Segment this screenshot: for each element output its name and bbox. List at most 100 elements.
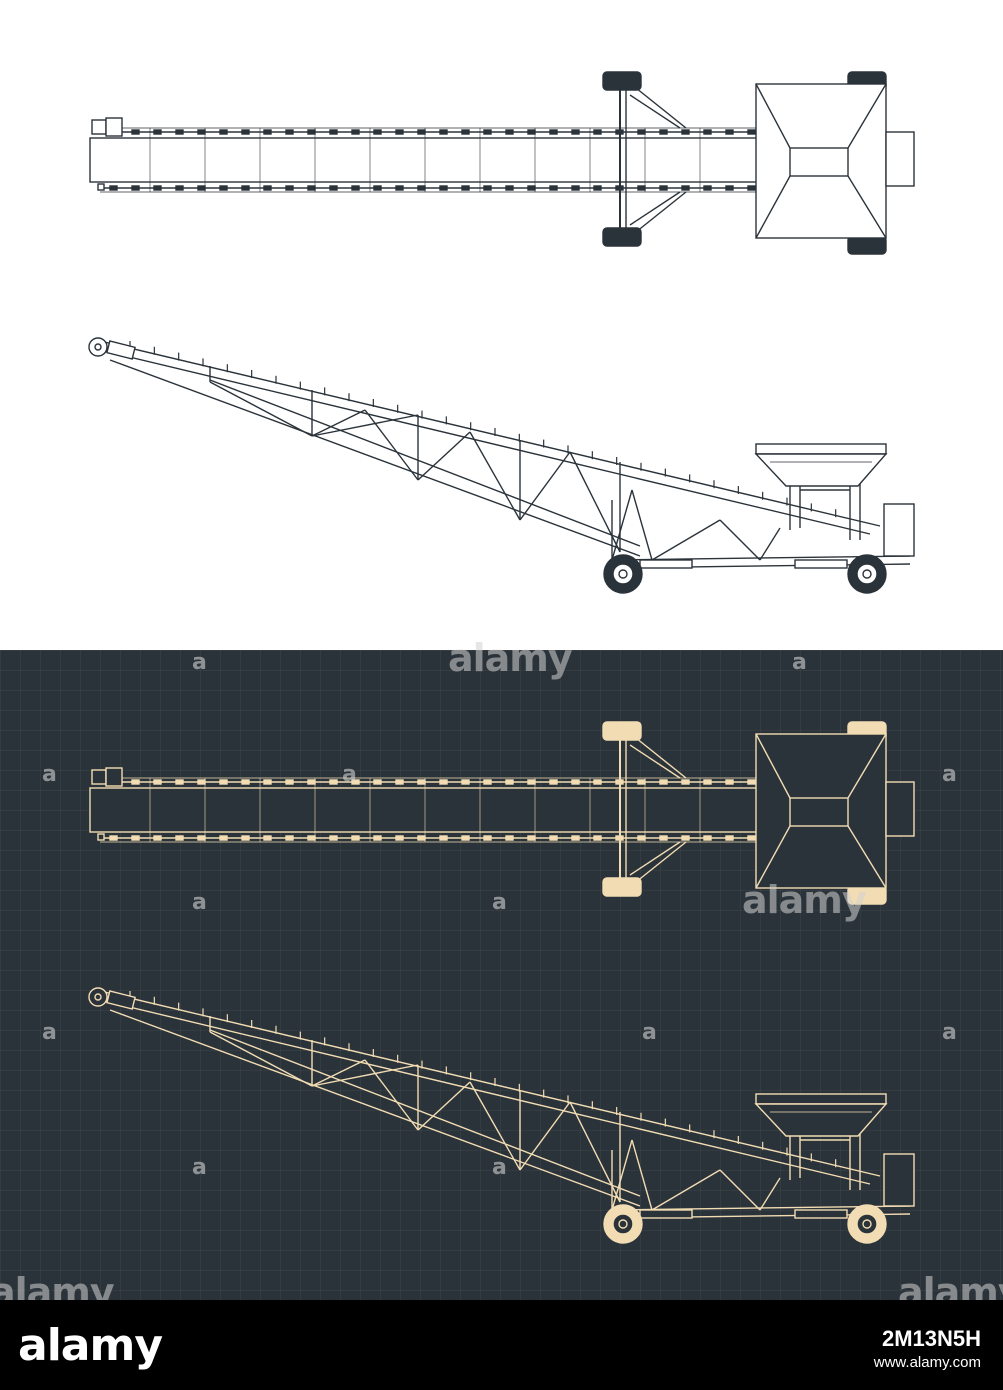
roller-top [197,129,206,135]
roller-top [681,129,690,135]
pulley-axle [94,993,102,1001]
roller-top [219,779,228,785]
website-link[interactable]: www.alamy.com [873,1354,981,1371]
frame-leg [759,527,781,561]
roller-top [461,129,470,135]
roller-top [637,779,646,785]
watermark-mark: a [342,762,357,787]
roller-bottom [307,185,316,191]
roller-bottom [593,185,602,191]
roller-bottom [703,185,712,191]
pulley-axle [94,343,102,351]
drive-motor [106,990,136,1010]
roller-bottom [527,835,536,841]
hopper-edge [755,733,791,799]
roller-top [241,129,250,135]
hopper-outlet [789,797,849,827]
truss-diagonal [469,1081,521,1171]
frame-leg [611,489,633,561]
top-view [89,71,915,255]
roller-top [659,779,668,785]
roller-bottom [351,185,360,191]
axle-brace [629,841,681,876]
roller-top [681,779,690,785]
hopper-rim [755,443,887,455]
roller-top [153,779,162,785]
pulley-hub [97,833,105,841]
watermark-mark: a [192,1155,207,1180]
roller-top [395,129,404,135]
watermark-mark: a [792,650,807,675]
roller-bottom [263,835,272,841]
hopper-body [754,1103,888,1137]
roller-top [439,129,448,135]
motor-gearbox [105,767,123,787]
engine-box [883,1153,915,1207]
roller-top [549,129,558,135]
roller-bottom [527,185,536,191]
alamy-logo[interactable]: alamy [18,1320,163,1371]
roller-top [637,129,646,135]
dark-drawing-canvas [88,721,915,1244]
roller-bottom [131,185,140,191]
roller-bottom [241,185,250,191]
hopper-edge [847,825,887,889]
wheel-rim [612,1213,634,1235]
roller-top [285,779,294,785]
hopper-rim [755,1093,887,1105]
truss-diagonal [311,1064,419,1087]
roller-bottom [351,835,360,841]
roller-bottom [329,185,338,191]
head-pulley [88,987,108,1007]
axle-brace [635,87,687,129]
roller-top [373,129,382,135]
pulley-hub [97,183,105,191]
truss-diagonal [417,1081,471,1131]
light-blueprint-panel [0,0,1003,650]
watermark-mark: a [642,1020,657,1045]
axle-brace [635,191,687,233]
wheel-rim [612,563,634,585]
wheel-hub [862,569,872,579]
roller-bottom [571,185,580,191]
roller-bottom [681,835,690,841]
roller-top [725,129,734,135]
roller-top [571,129,580,135]
chassis-plate [794,1209,848,1219]
truss-diagonal [209,1031,313,1087]
axle-brace [629,744,681,779]
roller-bottom [373,185,382,191]
truss-diagonal [469,431,521,521]
roller-bottom [153,835,162,841]
roller-top [351,779,360,785]
roller-bottom [461,835,470,841]
top-view [89,721,915,905]
roller-top [417,779,426,785]
hopper-body [754,453,888,487]
beam-bottom-chord [109,359,641,557]
roller-bottom [417,835,426,841]
frame-leg [719,1169,761,1211]
roller-bottom [483,835,492,841]
hopper-edge [755,175,791,239]
roller-top [263,779,272,785]
roller-bottom [395,835,404,841]
roller-top [593,779,602,785]
roller-bottom [175,835,184,841]
beam-top-chord [95,339,881,527]
watermark-mark: a [42,1020,57,1045]
roller-bottom [747,185,756,191]
roller-top [483,129,492,135]
roller-bottom [219,185,228,191]
truss-diagonal [311,414,419,437]
chassis-plate [639,1209,693,1219]
side-view [88,987,915,1244]
roller-top [395,779,404,785]
axle-brace [635,737,687,779]
hopper-edge [755,83,791,149]
roller-bottom [109,185,118,191]
beam-bottom-chord [209,1029,641,1197]
roller-top [439,779,448,785]
roller-top [571,779,580,785]
roller-top [747,129,756,135]
